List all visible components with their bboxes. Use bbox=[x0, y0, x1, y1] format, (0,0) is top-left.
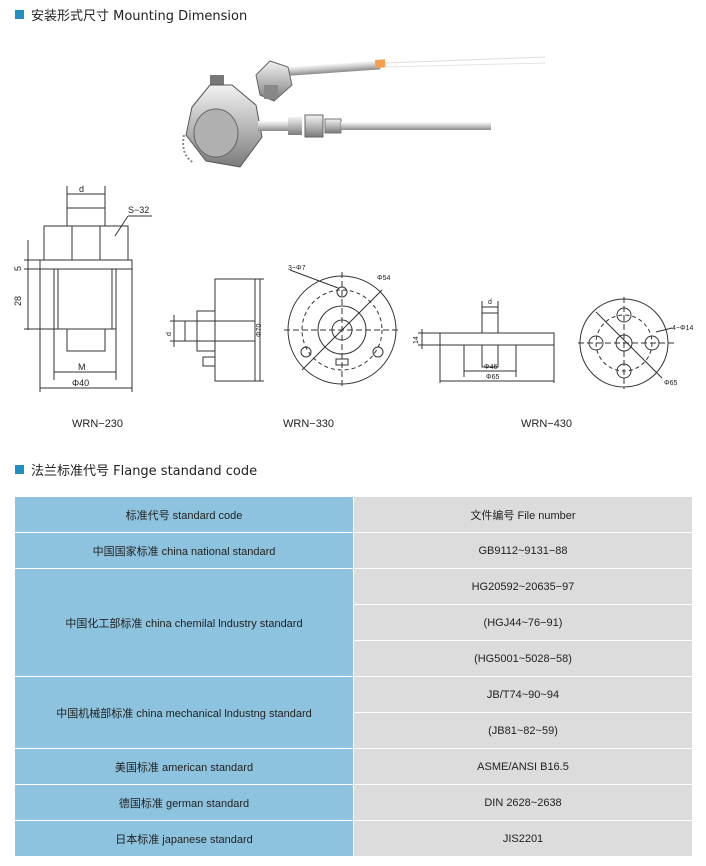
wrn330-phi54-label: Φ54 bbox=[377, 275, 390, 282]
file-number-cell: ASME/ANSI B16.5 bbox=[354, 749, 692, 784]
standard-name-cell: 日本标准 japanese standard bbox=[15, 821, 354, 856]
mounting-dimension-heading: 安装形式尺寸 Mounting Dimension bbox=[15, 6, 248, 24]
flange-standard-heading: 法兰标准代号 Flange standand code bbox=[15, 461, 258, 479]
table-row: 美国标准 american standard ASME/ANSI B16.5 bbox=[15, 749, 692, 784]
wrn330-phi70-label: Φ70 bbox=[256, 324, 263, 337]
square-bullet-icon bbox=[15, 9, 24, 19]
standard-name-cell: 中国国家标准 china national standard bbox=[15, 533, 354, 568]
square-bullet-icon bbox=[15, 464, 24, 474]
wrn430-phi46-label: Φ46 bbox=[484, 364, 497, 371]
file-number-cell: DIN 2628~2638 bbox=[354, 785, 692, 820]
wrn430-phi65-label: Φ65 bbox=[486, 374, 499, 381]
wrn-430-front-drawing: 4−Φ14 Φ65 bbox=[578, 297, 693, 389]
table-row: 德国标准 german standard DIN 2628~2638 bbox=[15, 785, 692, 820]
flange-standard-table: 标准代号 standard code 文件编号 File number 中国国家… bbox=[15, 496, 692, 857]
table-row: (HG5001~5028−58) bbox=[15, 641, 692, 676]
wrn-230-model-label: WRN−230 bbox=[72, 418, 124, 430]
wrn330-d-label: d bbox=[166, 332, 173, 336]
mounting-dimension-title: 安装形式尺寸 Mounting Dimension bbox=[31, 8, 248, 24]
table-row: (JB81~82~59) bbox=[15, 713, 692, 748]
wrn230-m-label: M bbox=[78, 362, 86, 372]
table-row: 中国化工部标准 china chemilal lndustry standard… bbox=[15, 569, 692, 676]
table-header-row: 标准代号 standard code 文件编号 File number bbox=[15, 497, 692, 532]
file-number-cell: HG20592~20635−97 bbox=[354, 569, 692, 604]
file-number-cell: JB/T74~90~94 bbox=[354, 677, 692, 712]
standard-name-cell: 德国标准 german standard bbox=[15, 785, 354, 820]
header-file-number: 文件编号 File number bbox=[354, 497, 692, 532]
wrn430-phi65b-label: Φ65 bbox=[664, 380, 677, 387]
terminal-head-image bbox=[182, 75, 491, 168]
file-number-cell: (HG5001~5028−58) bbox=[354, 641, 692, 676]
wrn-430-side-drawing: d 14 Φ46 Φ65 bbox=[413, 299, 555, 383]
file-number-cell: JIS2201 bbox=[354, 821, 692, 856]
standard-name-cell: 中国化工部标准 china chemilal lndustry standard bbox=[15, 569, 354, 676]
wrn-330-model-label: WRN−330 bbox=[283, 418, 335, 430]
wrn330-holes-label: 3−Φ7 bbox=[288, 265, 306, 272]
wrn430-holes-label: 4−Φ14 bbox=[672, 325, 693, 332]
flange-standard-title: 法兰标准代号 Flange standand code bbox=[31, 463, 258, 479]
file-number-cell: GB9112~9131−88 bbox=[354, 533, 692, 568]
standard-name-cell: 美国标准 american standard bbox=[15, 749, 354, 784]
table-row: 日本标准 japanese standard JIS2201 bbox=[15, 821, 692, 856]
wrn430-d-label: d bbox=[488, 299, 492, 306]
wrn-330-front-drawing: 3−Φ7 Φ54 bbox=[284, 265, 400, 388]
file-number-cell: (HGJ44~76−91) bbox=[354, 605, 692, 640]
wrn230-5-label: 5 bbox=[13, 266, 23, 271]
small-probe-image bbox=[255, 56, 546, 102]
file-number-cell: (JB81~82~59) bbox=[354, 713, 692, 748]
wrn230-s-label: S−32 bbox=[128, 205, 149, 215]
wrn230-d-label: d bbox=[79, 184, 84, 194]
wrn-430-model-label: WRN−430 bbox=[521, 418, 573, 430]
wrn230-phi40-label: Φ40 bbox=[72, 378, 89, 388]
wrn230-28-label: 28 bbox=[13, 296, 23, 306]
header-standard-code: 标准代号 standard code bbox=[15, 497, 354, 532]
thermocouple-product-photo bbox=[182, 56, 546, 168]
standard-name-cell: 中国机械部标准 china mechanical lndustng standa… bbox=[15, 677, 354, 748]
table-row: (HGJ44~76−91) bbox=[15, 605, 692, 640]
wrn-230-drawing: d S−32 5 28 M Φ40 bbox=[13, 184, 152, 392]
wrn430-14-label: 14 bbox=[413, 336, 420, 344]
table-row: 中国机械部标准 china mechanical lndustng standa… bbox=[15, 677, 692, 748]
table-row: 中国国家标准 china national standard GB9112~91… bbox=[15, 533, 692, 568]
wrn-330-side-drawing: d Φ70 bbox=[166, 278, 264, 382]
